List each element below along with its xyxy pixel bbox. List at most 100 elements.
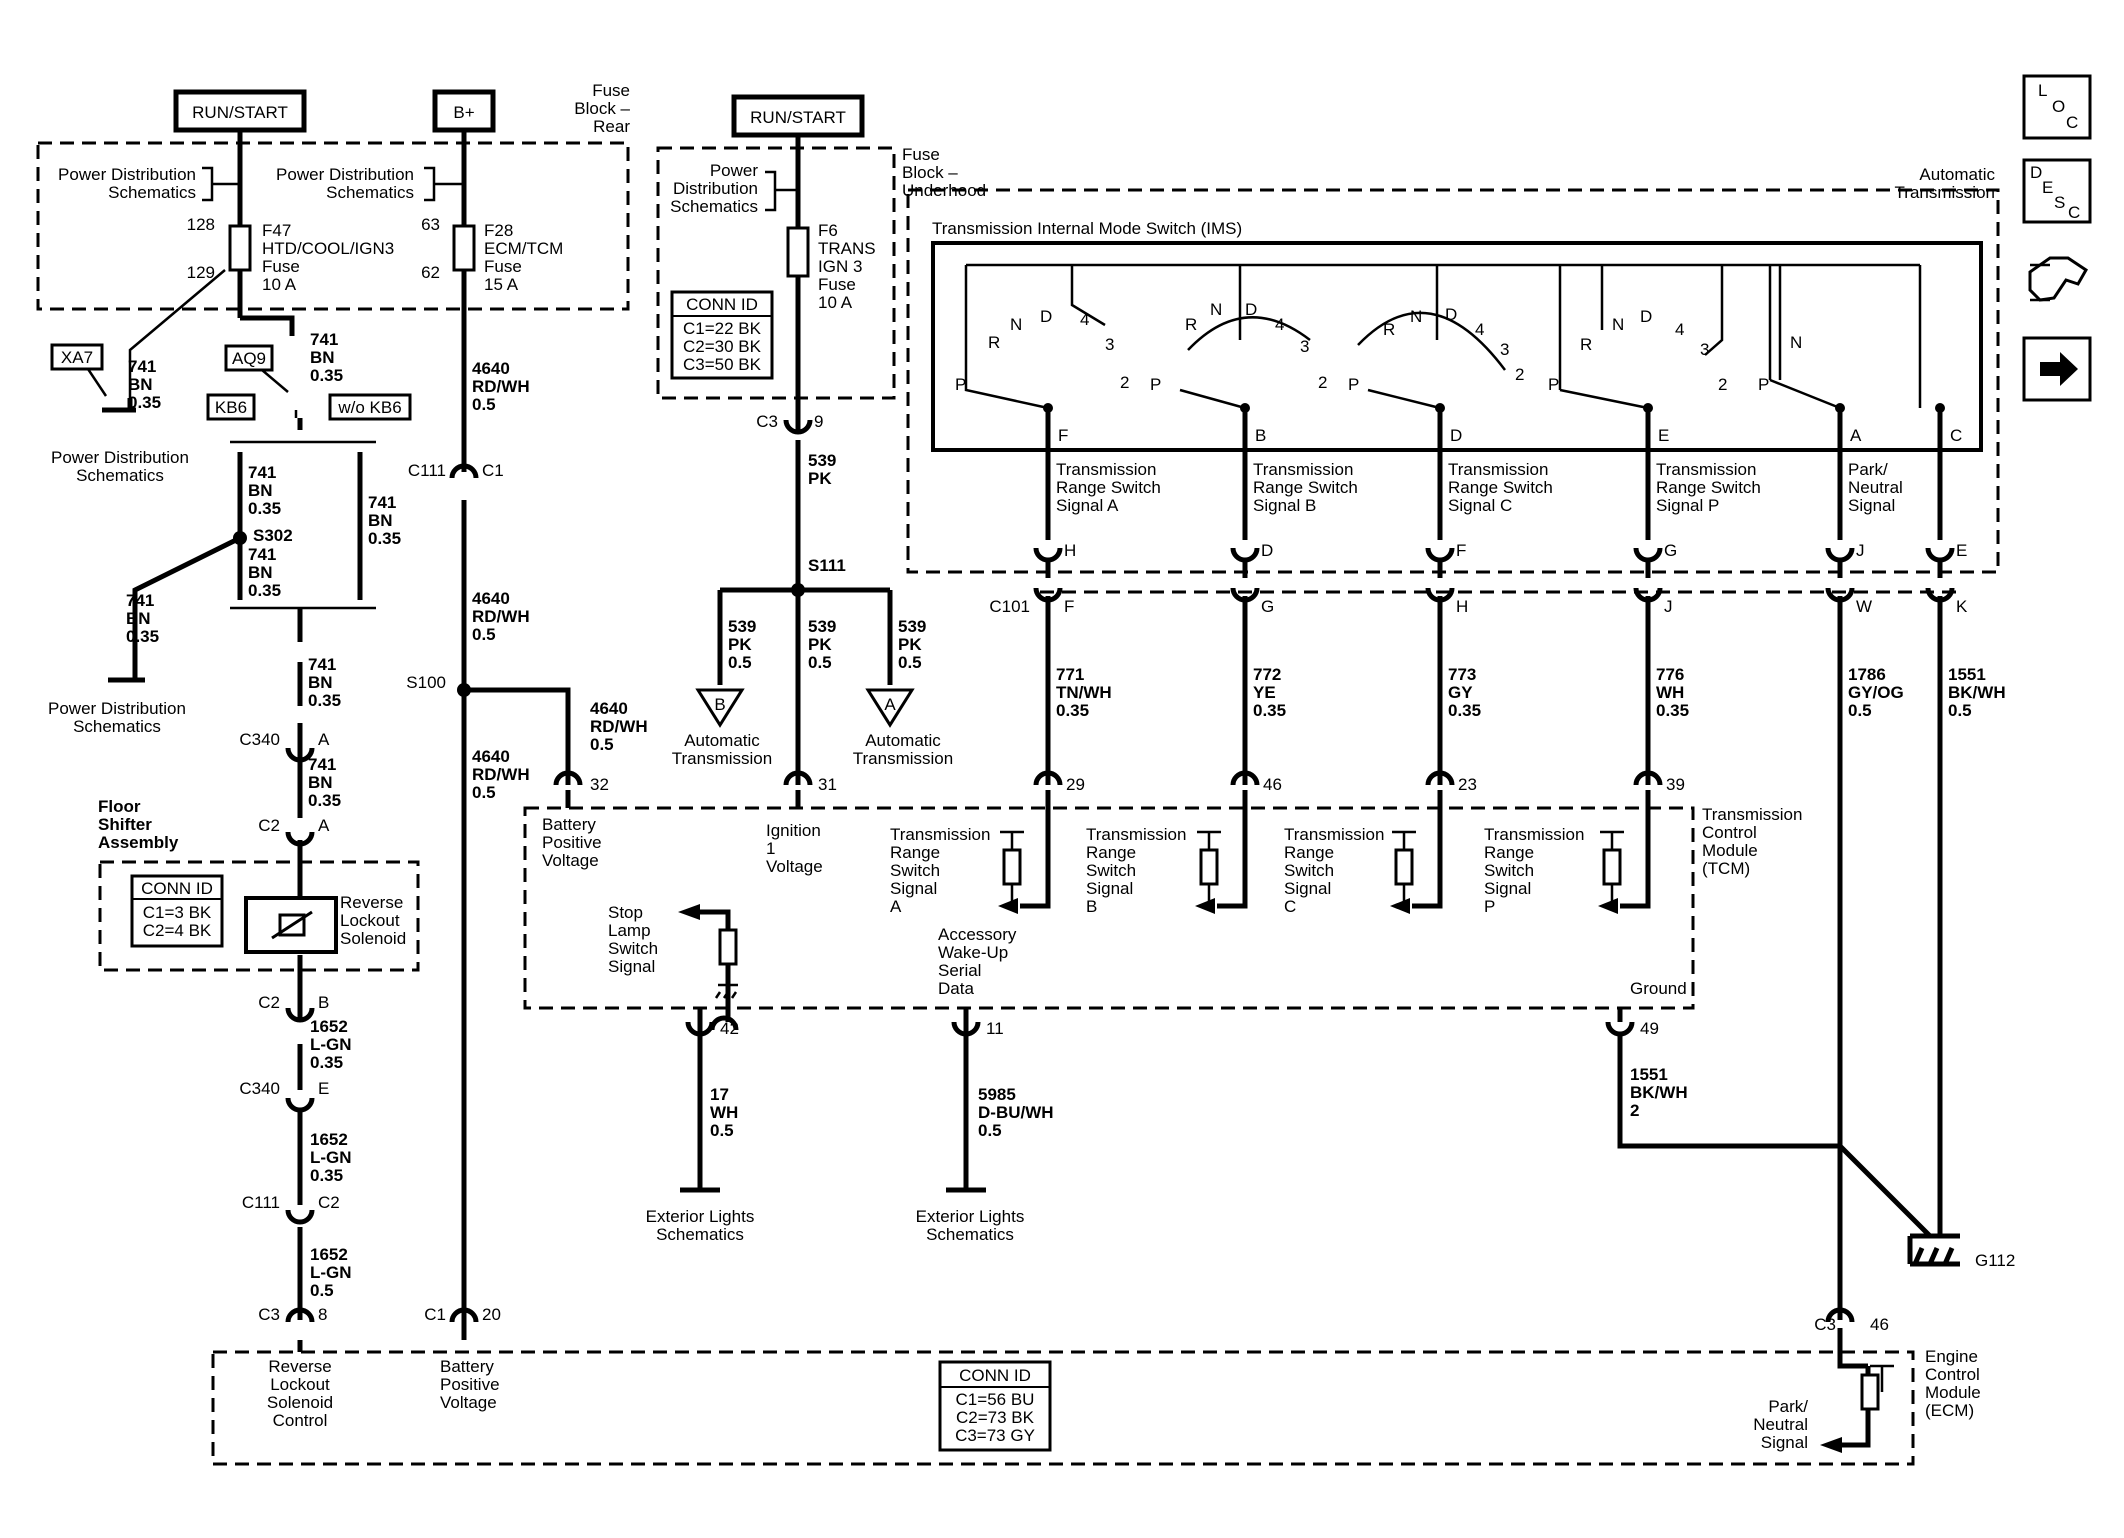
tcm-internal-wire <box>1217 790 1248 909</box>
svg-text:CONN ID: CONN ID <box>959 1366 1031 1385</box>
run-start-left: RUN/START <box>173 89 307 133</box>
desc-icon[interactable]: D E S C <box>2022 158 2092 224</box>
svg-text:8: 8 <box>318 1305 327 1324</box>
right-arrow-icon[interactable] <box>2022 336 2092 402</box>
svg-text:C340: C340 <box>239 1079 280 1098</box>
svg-text:D: D <box>1640 307 1652 326</box>
svg-text:32: 32 <box>590 775 609 794</box>
svg-text:XA7: XA7 <box>61 348 93 367</box>
svg-text:11: 11 <box>986 1019 1004 1038</box>
inline-connector <box>449 463 479 479</box>
svg-text:31: 31 <box>818 775 837 794</box>
svg-text:3: 3 <box>1300 337 1309 356</box>
svg-text:A: A <box>884 695 896 714</box>
svg-text:A: A <box>318 730 330 749</box>
svg-text:D: D <box>1040 307 1052 326</box>
tcm-pin-label: 46 <box>1263 775 1282 794</box>
inline-connector <box>285 1097 315 1113</box>
svg-text:RUN/START: RUN/START <box>192 103 288 122</box>
svg-text:CONN ID: CONN ID <box>686 295 758 314</box>
c101-connector <box>1825 587 1855 603</box>
svg-text:C: C <box>2066 113 2078 132</box>
svg-text:C2: C2 <box>258 816 280 835</box>
svg-text:128: 128 <box>187 215 215 234</box>
ims-outer-box <box>906 188 2000 574</box>
c101-connector <box>1633 587 1663 603</box>
upper-connector <box>1230 547 1260 563</box>
connector-icon[interactable] <box>2028 256 2088 302</box>
svg-text:E: E <box>318 1079 329 1098</box>
svg-text:CONN ID: CONN ID <box>141 879 213 898</box>
svg-text:49: 49 <box>1640 1019 1659 1038</box>
upper-connector-label: J <box>1856 541 1865 560</box>
fuse-block-rear-box <box>36 141 630 311</box>
signal-arrow-icon <box>1390 898 1410 914</box>
svg-text:R: R <box>1580 335 1592 354</box>
b-plus-label: B+ <box>432 89 496 133</box>
flag-b-icon <box>695 688 745 728</box>
svg-text:C111: C111 <box>408 461 446 480</box>
svg-text:P: P <box>1150 375 1161 394</box>
c101-connector <box>1925 587 1955 603</box>
xa7-tag: XA7 <box>50 343 108 397</box>
park-neutral-wire <box>1837 1328 1868 1369</box>
tcm-pin-31: 31 <box>783 770 837 808</box>
svg-text:Ground: Ground <box>1630 979 1687 998</box>
tcm-pin-42: 42 <box>685 1008 739 1190</box>
inline-connector <box>285 831 315 847</box>
svg-text:P: P <box>1548 375 1559 394</box>
svg-text:N: N <box>1790 333 1802 352</box>
loc-icon[interactable]: L O C <box>2022 74 2092 140</box>
svg-text:G112: G112 <box>1975 1251 2015 1270</box>
svg-text:3: 3 <box>1500 340 1509 359</box>
svg-text:C1: C1 <box>424 1305 446 1324</box>
svg-text:A: A <box>318 816 330 835</box>
svg-text:3: 3 <box>1700 340 1709 359</box>
svg-text:C340: C340 <box>239 730 280 749</box>
svg-text:C: C <box>2068 203 2080 222</box>
tcm-pin-49: 49 <box>1605 1008 1932 1238</box>
svg-text:C3: C3 <box>258 1305 280 1324</box>
svg-text:3: 3 <box>1105 335 1114 354</box>
tcm-pin-connector <box>1033 770 1063 786</box>
tcm-pin-connector <box>1425 770 1455 786</box>
svg-text:2: 2 <box>1318 373 1327 392</box>
svg-text:129: 129 <box>187 263 215 282</box>
ims-pin-label: C <box>1950 426 1962 445</box>
svg-text:w/o KB6: w/o KB6 <box>337 398 401 417</box>
upper-connector-label: E <box>1956 541 1967 560</box>
c101-connector-label: J <box>1664 597 1673 616</box>
